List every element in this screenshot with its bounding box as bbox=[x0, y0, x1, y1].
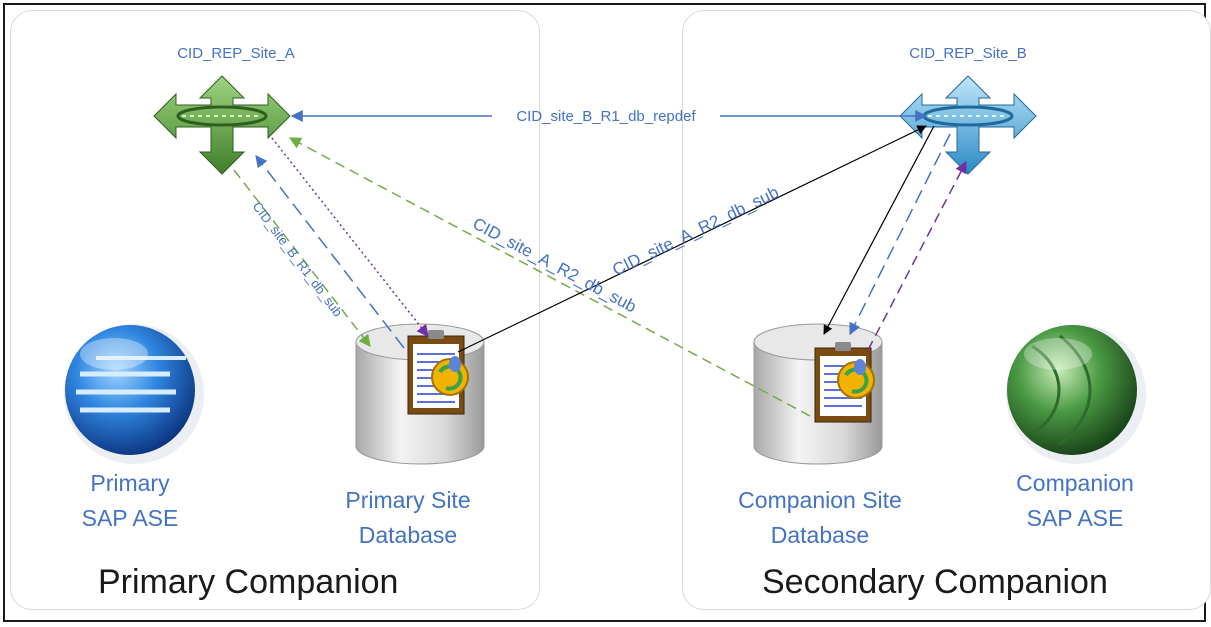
primary-db-label-line1: Primary Site bbox=[345, 487, 471, 513]
primary-db-cylinder-icon bbox=[355, 323, 485, 465]
site-b-r1-sub-arrow bbox=[233, 169, 371, 347]
companion-ase-label: Companion SAP ASE bbox=[990, 466, 1160, 536]
rep-b-label: CID_REP_Site_B bbox=[909, 45, 1027, 62]
primary-ase-label-line2: SAP ASE bbox=[81, 505, 179, 531]
primary-ase-label: Primary SAP ASE bbox=[50, 466, 210, 536]
primary-ase-globe-icon bbox=[64, 324, 204, 464]
site-b-r1-sub-edge-label: CID_site_B_R1_db_sub bbox=[250, 199, 346, 319]
primary-db-label: Primary Site Database bbox=[318, 483, 498, 553]
primary-ase-label-line1: Primary bbox=[90, 470, 170, 496]
rep-server-b-icon bbox=[899, 75, 1037, 175]
rep-a-to-primary-db-dotted-arrow bbox=[271, 137, 429, 337]
companion-db-cylinder-icon bbox=[753, 323, 883, 465]
companion-ase-label-line1: Companion bbox=[1016, 470, 1134, 496]
primary-db-label-line2: Database bbox=[358, 522, 458, 548]
primary-companion-title: Primary Companion bbox=[98, 563, 399, 601]
primary-db-to-rep-a-arrow bbox=[255, 155, 405, 349]
rep-b-to-companion-db-arrow bbox=[823, 125, 935, 335]
companion-db-label-line2: Database bbox=[770, 522, 870, 548]
companion-db-to-rep-b-arrow bbox=[867, 160, 967, 351]
site-a-r2-sub-green-arrow bbox=[288, 137, 811, 417]
rep-a-label: CID_REP_Site_A bbox=[177, 45, 295, 62]
site-a-r2-sub-upper-edge-label: CID_site_A_R2_db_sub bbox=[609, 183, 781, 280]
secondary-companion-title: Secondary Companion bbox=[762, 563, 1108, 601]
primary-db-to-rep-b-arrow bbox=[457, 125, 927, 353]
rep-server-a-icon bbox=[153, 75, 291, 175]
companion-db-label: Companion Site Database bbox=[715, 483, 925, 553]
companion-ase-globe-icon bbox=[1006, 324, 1146, 464]
companion-db-label-line1: Companion Site bbox=[738, 487, 902, 513]
repdef-edge-label: CID_site_B_R1_db_repdef bbox=[516, 108, 696, 125]
companion-ase-label-line2: SAP ASE bbox=[1026, 505, 1124, 531]
rep-b-to-companion-db-dashed-arrow bbox=[849, 133, 951, 336]
